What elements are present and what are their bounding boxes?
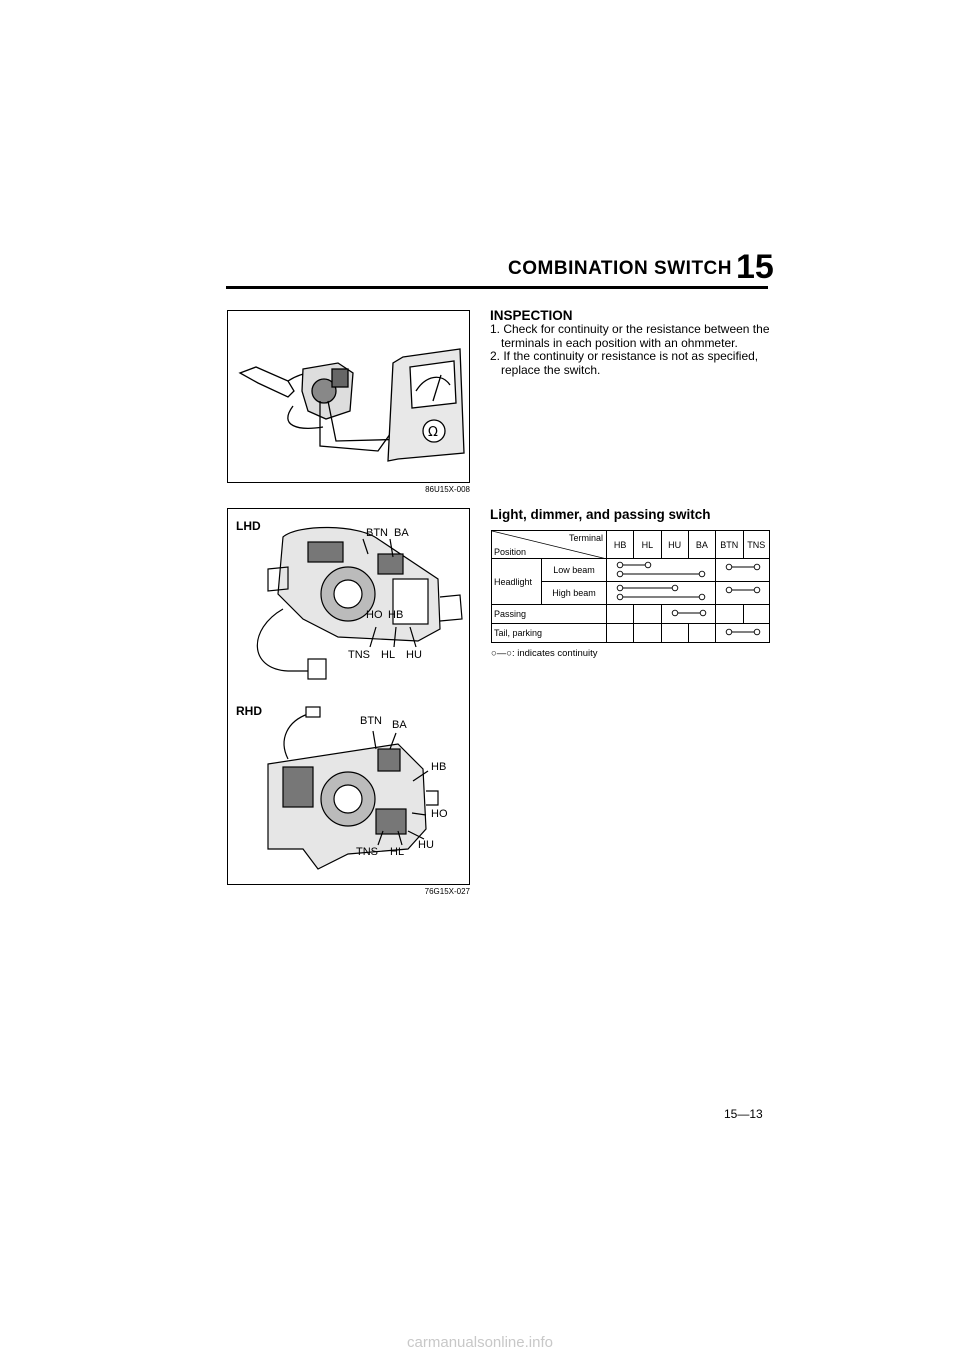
row-label-tail-parking: Tail, parking xyxy=(491,623,607,643)
high-beam-continuity-marks xyxy=(616,584,706,601)
col-header-ba: BA xyxy=(687,530,717,559)
switch-terminal-figure: LHD RHD xyxy=(227,508,470,885)
low-beam-continuity-marks-2 xyxy=(725,563,761,571)
switch-illustrations xyxy=(256,526,463,870)
figure-code-2: 76G15X-027 xyxy=(424,887,470,896)
ohmmeter-illustration: Ω xyxy=(238,348,465,462)
passing-continuity xyxy=(660,604,716,624)
svg-text:Ω: Ω xyxy=(428,425,438,440)
row-label-low-beam: Low beam xyxy=(541,558,607,582)
lhd-callout-tns: TNS xyxy=(348,649,370,661)
high-beam-continuity-btn-tns xyxy=(715,581,770,605)
corner-position-label: Position xyxy=(494,547,527,557)
site-watermark: carmanualsonline.info xyxy=(407,1334,553,1351)
table-legend: ○—○: indicates continuity xyxy=(491,648,598,659)
header-rule xyxy=(226,286,768,289)
inspection-step-1: 1. Check for continuity or the resistanc… xyxy=(490,322,770,350)
rhd-callout-tns: TNS xyxy=(356,846,378,858)
col-header-hb: HB xyxy=(605,530,635,559)
tail-parking-continuity-marks xyxy=(725,628,761,635)
rhd-callout-btn: BTN xyxy=(360,715,382,727)
lhd-label: LHD xyxy=(236,519,261,533)
table-heading: Light, dimmer, and passing switch xyxy=(490,507,711,522)
inspection-heading: INSPECTION xyxy=(490,308,573,323)
high-beam-continuity xyxy=(606,581,716,605)
inspection-step-2: 2. If the continuity or resistance is no… xyxy=(490,349,759,377)
high-beam-continuity-marks-2 xyxy=(725,586,761,594)
rhd-callout-hu: HU xyxy=(418,839,434,851)
figure-code-1: 86U15X-008 xyxy=(425,485,470,494)
corner-terminal-label: Terminal xyxy=(568,533,603,543)
col-header-hu: HU xyxy=(660,530,689,559)
rhd-callout-hl: HL xyxy=(390,846,405,858)
rhd-callout-ba: BA xyxy=(392,719,407,731)
ohmmeter-figure: Ω xyxy=(227,310,470,483)
lhd-callout-ba: BA xyxy=(394,527,409,539)
low-beam-continuity-marks xyxy=(616,561,706,578)
lhd-callout-btn: BTN xyxy=(366,527,388,539)
rhd-label: RHD xyxy=(236,704,262,718)
lhd-callout-hb: HB xyxy=(388,609,404,621)
continuity-table: Terminal Position HB HL HU BA BTN TNS He… xyxy=(491,530,770,643)
lhd-callout-hl: HL xyxy=(381,649,396,661)
lhd-callout-hu: HU xyxy=(406,649,422,661)
page-number: 15—13 xyxy=(724,1107,763,1121)
section-number: 15 xyxy=(736,248,774,286)
low-beam-continuity-btn-tns xyxy=(715,558,770,582)
passing-continuity-marks xyxy=(671,609,707,616)
col-header-hl: HL xyxy=(633,530,662,559)
row-label-high-beam: High beam xyxy=(541,581,607,605)
low-beam-continuity xyxy=(606,558,716,582)
row-label-passing: Passing xyxy=(491,604,607,624)
corner-diagonal xyxy=(492,531,607,559)
rhd-callout-hb: HB xyxy=(431,761,447,773)
rhd-callout-ho: HO xyxy=(431,808,448,820)
table-corner-cell: Terminal Position xyxy=(491,530,607,559)
page-header-title: COMBINATION SWITCH xyxy=(508,258,732,279)
col-header-tns: TNS xyxy=(742,530,770,559)
tail-parking-continuity xyxy=(715,623,770,643)
col-header-btn: BTN xyxy=(715,530,744,559)
inspection-steps: 1. Check for continuity or the resistanc… xyxy=(490,322,770,377)
row-group-headlight: Headlight xyxy=(491,558,542,605)
lhd-callout-ho: HO xyxy=(366,609,383,621)
